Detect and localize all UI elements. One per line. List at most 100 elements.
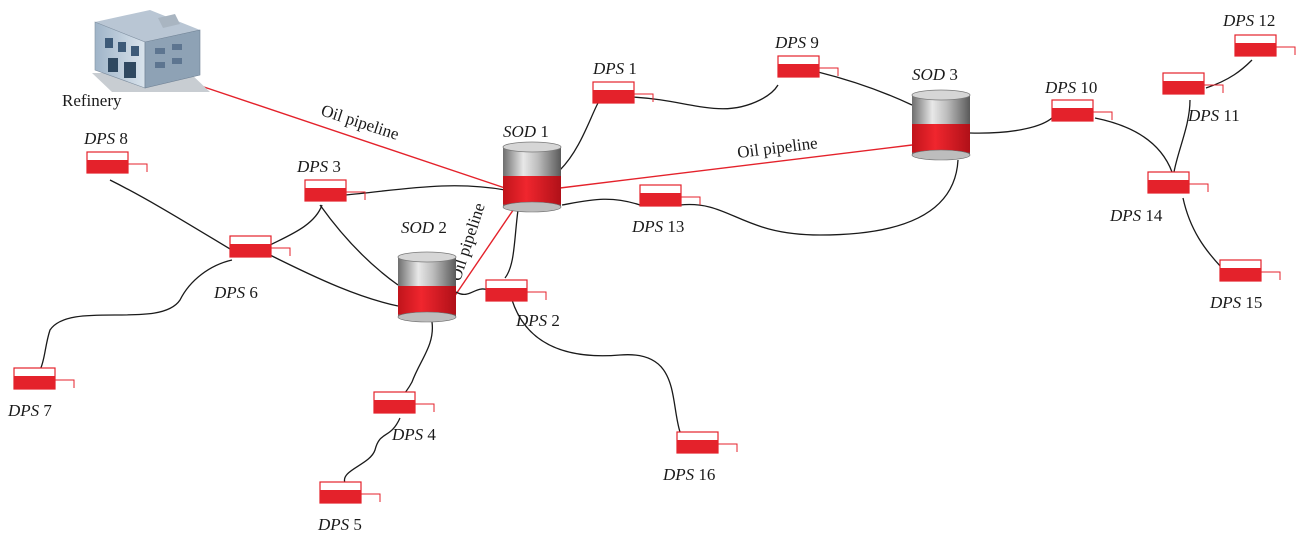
dps-label-10: DPS 10 <box>1044 78 1097 97</box>
dps-station-2: DPS 2 <box>485 279 560 330</box>
dps-label-5: DPS 5 <box>317 515 362 534</box>
sod-label-2: SOD 2 <box>401 218 447 237</box>
dps-label-2: DPS 2 <box>515 311 560 330</box>
dps-label-10-prefix: DPS <box>1044 78 1077 97</box>
dps-outlet-pipe <box>1093 111 1113 120</box>
road-sod2-dps2 <box>455 288 489 296</box>
dps-label-3-number: 3 <box>332 157 341 176</box>
dps-outlet-pipe <box>271 247 291 256</box>
dps-tank-fill <box>1148 180 1189 193</box>
dps-tank-fill <box>87 160 128 173</box>
refinery-building-icon <box>92 10 210 92</box>
dps-outlet-pipe <box>1276 46 1296 55</box>
sod-tank-base <box>502 201 562 213</box>
sod-label-1: SOD 1 <box>503 122 549 141</box>
sod-tank-fill <box>398 286 456 315</box>
dps-label-15: DPS 15 <box>1209 293 1262 312</box>
dps-outlet-pipe <box>527 291 547 300</box>
pipeline-sod1-sod3 <box>559 144 913 189</box>
dps-label-2-prefix: DPS <box>515 311 548 330</box>
dps-label-10-number: 10 <box>1080 78 1097 97</box>
dps-label-14: DPS 14 <box>1109 206 1163 225</box>
road-dps6-sod2 <box>269 254 399 307</box>
road-dps13-sod3 <box>679 159 959 236</box>
dps-label-4-number: 4 <box>427 425 436 444</box>
road-sod1-dps13 <box>561 198 641 206</box>
dps-label-6-prefix: DPS <box>213 283 246 302</box>
dps-tank-fill <box>593 90 634 103</box>
road-dps1-dps9 <box>631 84 779 110</box>
sod-tank-base <box>911 149 971 161</box>
dps-outlet-pipe <box>1261 271 1281 280</box>
pipeline-sod1-sod2 <box>451 199 521 301</box>
refinery-label: Refinery <box>62 91 122 110</box>
dps-station-15: DPS 15 <box>1209 259 1281 312</box>
sod-tanks: SOD 1 SOD 2 SOD 3 <box>397 65 971 323</box>
dps-station-3: DPS 3 <box>296 157 366 202</box>
pipeline-label-refinery-sod1: Oil pipeline <box>319 101 402 144</box>
dps-label-1-number: 1 <box>628 59 637 78</box>
dps-outlet-pipe <box>718 443 738 452</box>
dps-station-4: DPS 4 <box>373 391 436 444</box>
dps-tank-fill <box>486 288 527 301</box>
dps-label-8-number: 8 <box>119 129 128 148</box>
dps-outlet-pipe <box>634 93 654 102</box>
dps-label-9: DPS 9 <box>774 33 819 52</box>
dps-label-9-number: 9 <box>810 33 819 52</box>
dps-station-8: DPS 8 <box>83 129 148 174</box>
sod-tank-2: SOD 2 <box>397 218 457 323</box>
sod-tank-top <box>397 251 457 263</box>
dps-outlet-pipe <box>55 379 75 388</box>
dps-label-16: DPS 16 <box>662 465 715 484</box>
dps-station-14: DPS 14 <box>1109 171 1209 225</box>
dps-label-16-prefix: DPS <box>662 465 695 484</box>
dps-label-2-number: 2 <box>551 311 560 330</box>
sod-tank-top <box>911 89 971 101</box>
dps-label-4: DPS 4 <box>391 425 436 444</box>
dps-station-7: DPS 7 <box>7 367 75 420</box>
dps-label-8-prefix: DPS <box>83 129 116 148</box>
sod-label-3-number: 3 <box>949 65 958 84</box>
sod-label-3: SOD 3 <box>912 65 958 84</box>
dps-label-4-prefix: DPS <box>391 425 424 444</box>
sod-label-3-prefix: SOD <box>912 65 946 84</box>
sod-tank-fill <box>912 124 970 153</box>
dps-label-6: DPS 6 <box>213 283 258 302</box>
dps-station-12: DPS 12 <box>1222 11 1296 57</box>
dps-label-14-number: 14 <box>1145 206 1163 225</box>
dps-tank-fill <box>1235 43 1276 56</box>
dps-label-7: DPS 7 <box>7 401 52 420</box>
dps-station-6: DPS 6 <box>213 235 291 302</box>
road-dps14-dps11 <box>1173 99 1191 173</box>
dps-station-1: DPS 1 <box>592 59 654 104</box>
road-sod3-dps10 <box>969 117 1053 134</box>
dps-tank-fill <box>374 400 415 413</box>
road-dps8-dps6 <box>109 179 236 253</box>
dps-label-12-prefix: DPS <box>1222 11 1255 30</box>
road-dps6-dps7 <box>39 259 233 371</box>
dps-station-9: DPS 9 <box>774 33 839 78</box>
dps-tank-fill <box>320 490 361 503</box>
dps-label-13-prefix: DPS <box>631 217 664 236</box>
sod-tank-1: SOD 1 <box>502 122 562 213</box>
road-sod1-dps2 <box>504 209 519 279</box>
dps-station-5: DPS 5 <box>317 481 381 534</box>
dps-label-9-prefix: DPS <box>774 33 807 52</box>
roads <box>39 59 1253 484</box>
dps-label-11-number: 11 <box>1223 106 1239 125</box>
dps-label-13-number: 13 <box>667 217 684 236</box>
dps-outlet-pipe <box>415 403 435 412</box>
road-dps2-dps16 <box>511 299 681 433</box>
road-dps11-dps12 <box>1205 59 1253 89</box>
sod-tank-3: SOD 3 <box>911 65 971 161</box>
dps-label-15-prefix: DPS <box>1209 293 1242 312</box>
dps-tank-fill <box>640 193 681 206</box>
dps-outlet-pipe <box>681 196 701 205</box>
dps-label-5-number: 5 <box>353 515 362 534</box>
dps-outlet-pipe <box>128 163 148 172</box>
dps-outlet-pipe <box>346 191 366 200</box>
sod-label-1-prefix: SOD <box>503 122 537 141</box>
